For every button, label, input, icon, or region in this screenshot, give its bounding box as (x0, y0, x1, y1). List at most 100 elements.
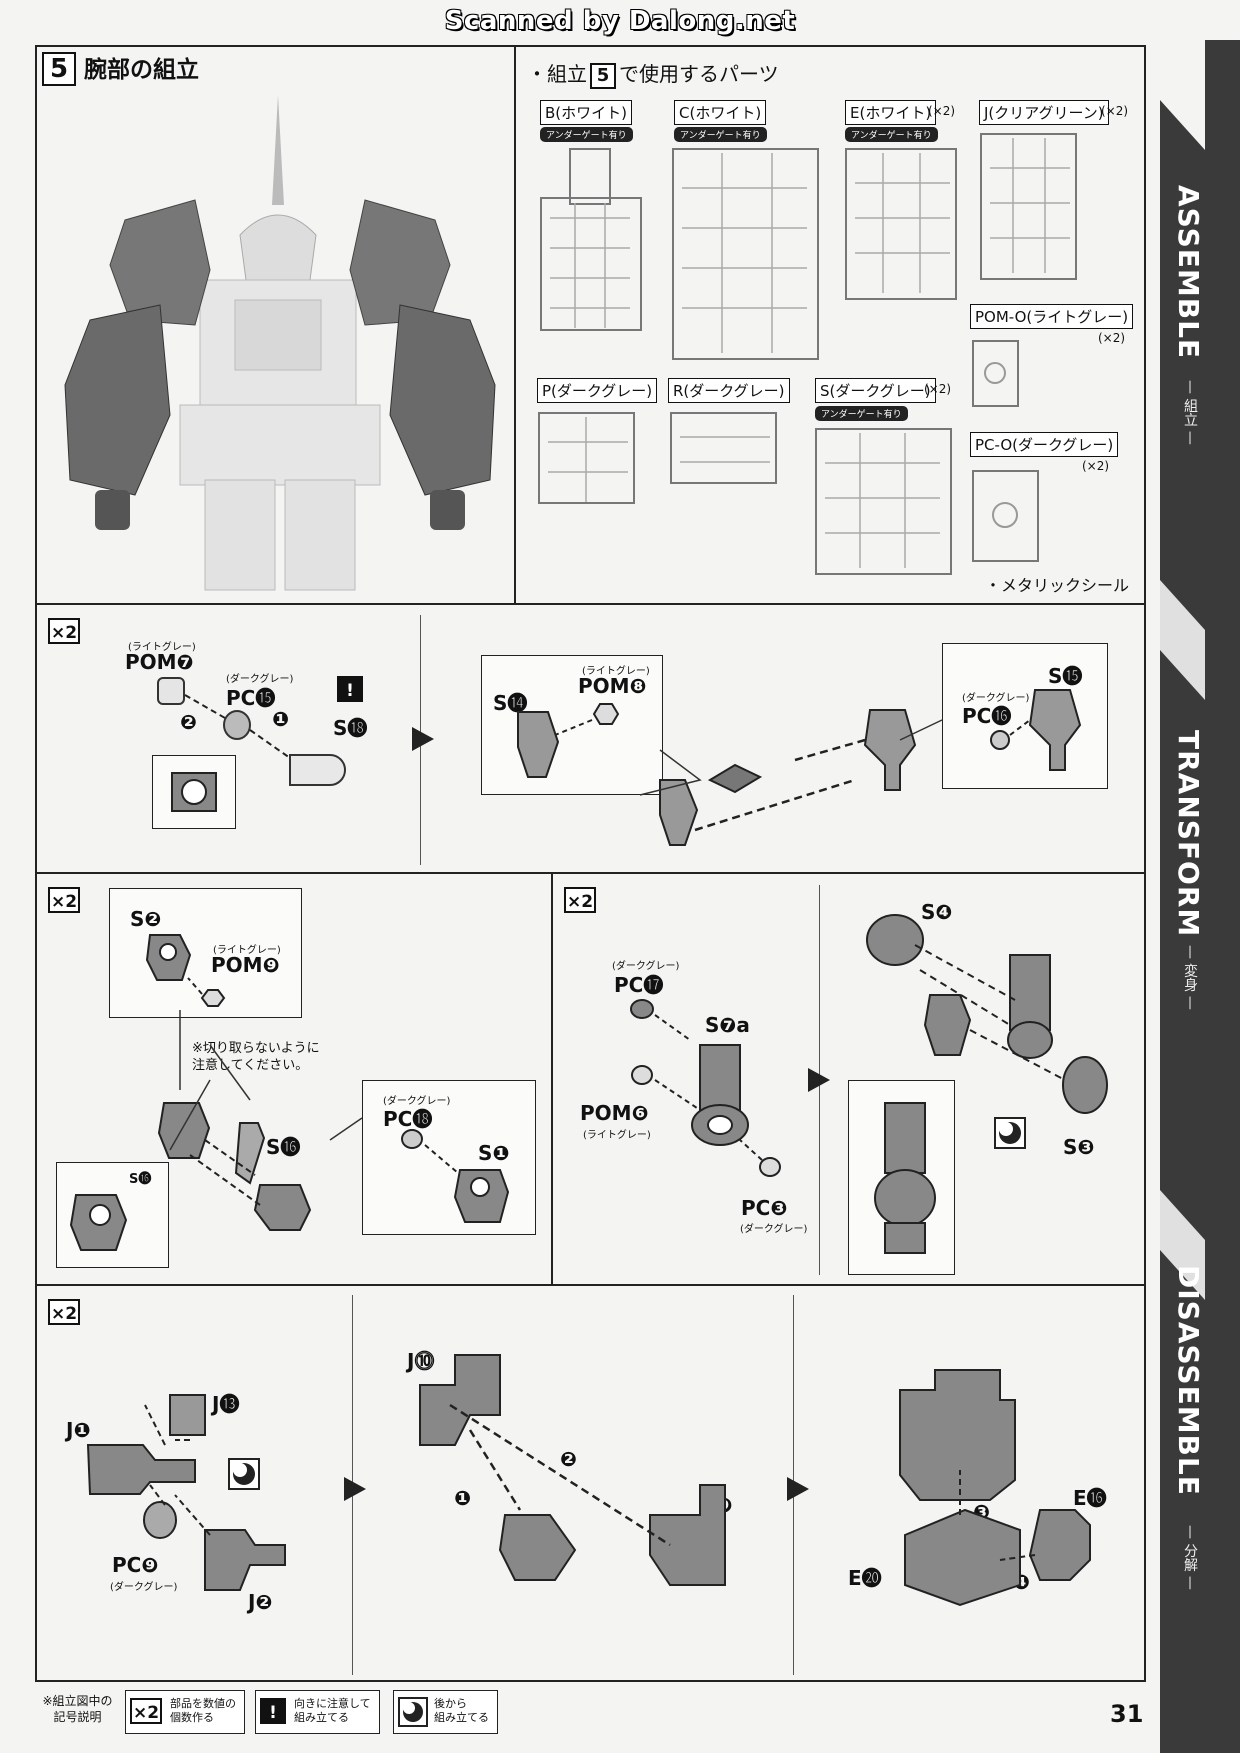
order2-step1: ❷ (180, 710, 197, 734)
back-icon-step5 (994, 1117, 1026, 1149)
j10-label: J⓾ (407, 1349, 435, 1373)
runner-pom-o-mult: (×2) (1098, 331, 1126, 345)
legend-title-text: ※組立図中の 記号説明 (42, 1694, 113, 1724)
s1-label: S❶ (478, 1141, 510, 1165)
step3-caution-note: ※切り取らないように 注意してください。 (192, 1040, 320, 1074)
step7-parts (419, 1354, 726, 1586)
runner-s-label: S(ダークグレー) (815, 378, 936, 403)
order1-step1: ❶ (272, 707, 289, 731)
runner-b-sprue (540, 148, 642, 331)
x2-badge-row3-right: ×2 (564, 887, 596, 913)
pc18-label: PC⓲ (383, 1107, 433, 1131)
legend-title: ※組立図中の 記号説明 (35, 1693, 120, 1725)
legend-warn-icon: ! (260, 1698, 286, 1724)
step3-right-parts (401, 1129, 510, 1223)
pom8-color: (ライトグレー) (582, 666, 650, 677)
step5-parts (866, 914, 1108, 1114)
pom8-label: POM❽ (578, 674, 647, 698)
divider-h1 (35, 603, 1146, 605)
parts-heading-num: 5 (590, 63, 616, 89)
robot-illustration (64, 95, 496, 591)
pc9-color: (ダークグレー) (110, 1582, 178, 1593)
step2-inset-right (942, 643, 1108, 789)
legend-x2-icon: ×2 (130, 1698, 162, 1724)
runner-j-sprue (980, 133, 1077, 280)
legend-warn-text: 向きに注意して 組み立てる (294, 1697, 371, 1724)
arrow-icon-row2 (412, 727, 434, 751)
sidebar-transform-sub: — 変身 — (1182, 945, 1198, 1010)
pom6-label: POM❻ (580, 1101, 649, 1125)
order2-step7: ❷ (560, 1447, 577, 1471)
runner-b-label: B(ホワイト) (540, 100, 632, 125)
pc17-label: PC⓱ (614, 973, 664, 997)
runner-pc-o-mult: (×2) (1082, 459, 1110, 473)
runner-e-mult: (×2) (928, 104, 956, 118)
s15-label: S⓯ (1048, 664, 1083, 688)
sidebar-stripes (1160, 40, 1205, 1300)
e20-label: E⓴ (848, 1566, 882, 1590)
step3-main-parts (157, 1102, 312, 1231)
pom9-color: (ライトグレー) (213, 945, 281, 956)
runner-b-under: アンダーゲート有り (540, 127, 633, 142)
right-sidebar (1160, 40, 1240, 1753)
step3-top-parts (145, 934, 226, 1007)
sidebar-transform: TRANSFORM (1172, 730, 1205, 938)
s16-label: S⓰ (266, 1135, 301, 1159)
runner-c-label: C(ホワイト) (674, 100, 767, 125)
s2-label: S❷ (130, 907, 162, 931)
j13-label: J⓭ (212, 1392, 240, 1416)
arrow-icon-row4a (344, 1477, 366, 1501)
pom7-color: (ライトグレー) (128, 642, 196, 653)
runner-r-sprue (670, 412, 777, 484)
legend-back-text: 後から 組み立てる (434, 1697, 489, 1724)
step2-right-parts (990, 689, 1082, 771)
step1-parts (157, 677, 346, 786)
order1-step7: ❶ (454, 1486, 471, 1510)
step3-inset-right (362, 1080, 536, 1235)
step5-inset-part (874, 1102, 936, 1254)
e16-label: E⓰ (1073, 1486, 1107, 1510)
pc16-color: (ダークグレー) (962, 693, 1030, 704)
pom6-color: (ライトグレー) (583, 1130, 651, 1141)
pom9-label: POM❾ (211, 953, 280, 977)
sidebar-assemble: ASSEMBLE (1172, 185, 1205, 360)
arrow-icon-row3 (808, 1068, 830, 1092)
runner-p-label: P(ダークグレー) (537, 378, 658, 403)
runner-p-sprue (538, 412, 635, 504)
pc3-label: PC❸ (741, 1196, 788, 1220)
runner-s-sprue (815, 428, 952, 575)
sidebar-disassemble: DISASSEMBLE (1172, 1265, 1205, 1496)
j1-label: J❶ (66, 1418, 91, 1442)
pc9-label: PC❾ (112, 1553, 159, 1577)
runner-c-under: アンダーゲート有り (674, 127, 767, 142)
runner-pc-o-label: PC-O(ダークグレー) (970, 432, 1119, 457)
page-number: 31 (1110, 1700, 1144, 1728)
divider-v-mid (551, 872, 553, 1284)
pc3-color: (ダークグレー) (740, 1224, 808, 1235)
s3-label: S❸ (1063, 1135, 1095, 1159)
back-icon-step6 (228, 1458, 260, 1490)
arrow-icon-row4b (787, 1477, 809, 1501)
parts-heading-suffix: で使用するパーツ (619, 62, 779, 86)
step2-inset-left (481, 655, 663, 795)
x2-badge-row3-left: ×2 (48, 887, 80, 913)
warn-icon: ! (337, 676, 363, 702)
section-number: 5 (42, 52, 76, 86)
s18-label: S⓲ (333, 716, 368, 740)
s7a-label: S❼a (705, 1013, 750, 1037)
section-title: 腕部の組立 (84, 57, 199, 83)
step1-inset-part (171, 772, 217, 812)
runner-pom-o-sprue (972, 340, 1019, 407)
runner-e-sprue (845, 148, 957, 300)
callout-lines-row2 (639, 719, 943, 796)
divider-h2 (35, 872, 1146, 874)
runner-pc-o-sprue (972, 470, 1039, 562)
step4-parts (630, 999, 781, 1177)
step6-parts (86, 1394, 286, 1591)
runner-s-mult: (×2) (924, 382, 952, 396)
metallic-sticker-note: ・メタリックシール (985, 576, 1130, 595)
callout-lines-row3-left (169, 1010, 363, 1151)
runner-j-mult: (×2) (1101, 104, 1129, 118)
step3-inset-bottom-part (69, 1194, 128, 1251)
